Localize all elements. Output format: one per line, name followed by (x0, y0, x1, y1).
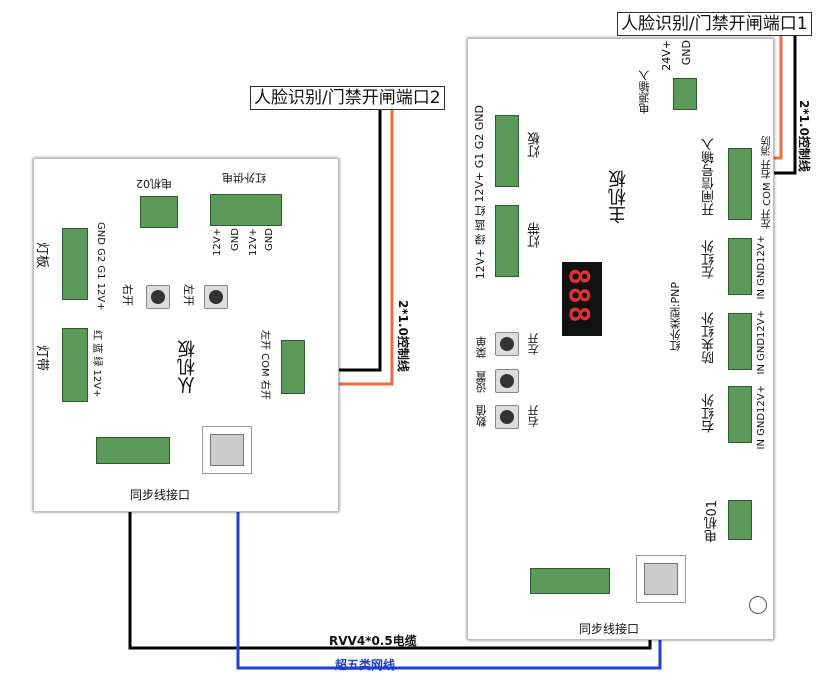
main-open-terminal (728, 148, 752, 220)
slave-sync-terminal (96, 437, 170, 464)
main-strip-pins: 12V+ 绿 蓝 红 (474, 205, 487, 280)
main-btn-right-label: 右开 (527, 405, 540, 427)
main-antipinch-pins: IN GND12V+ (756, 310, 767, 375)
main-right-open-button[interactable] (495, 405, 519, 429)
slave-btn-right-label: 右开 (121, 284, 134, 306)
main-right-ir-pins: IN GND12V+ (756, 385, 767, 450)
main-antipinch-terminal (728, 313, 752, 370)
main-lamp-terminal (495, 115, 519, 187)
slave-ir-pin-4: 12V+ (212, 228, 223, 256)
rvv-cable-label: RVV4*0.5电缆 (329, 634, 417, 648)
main-btn-value-label: 数值 (475, 405, 488, 427)
slave-ir-power-terminal (210, 194, 282, 226)
slave-motor-terminal (140, 196, 178, 228)
main-24v-label: 24V+ (660, 40, 673, 71)
slave-strip-label: 灯带 (34, 345, 49, 372)
main-left-ir-pins: IN GND12V+ (756, 235, 767, 300)
main-left-ir-terminal (728, 238, 752, 295)
slave-btn-left-label: 左开 (182, 284, 195, 306)
main-rj45-port (636, 555, 686, 603)
slave-strip-pins: 红 蓝 绿 12V+ (91, 330, 102, 398)
main-motor-label: 电机01 (705, 500, 720, 543)
slave-ir-pin-3: GND (230, 228, 241, 251)
main-strip-terminal (495, 205, 519, 277)
main-open-pins: 左开 COM 右开 消防 (762, 136, 773, 230)
main-set-button[interactable] (495, 369, 519, 393)
main-btn-menu-label: 菜单 (475, 336, 488, 358)
main-strip-label: 灯带 (528, 222, 543, 248)
slave-board-title: 从机板 (177, 340, 198, 394)
net-cable-label: 超五类网线 (335, 658, 396, 672)
main-gnd-label: GND (680, 40, 693, 66)
slave-left-open-button[interactable] (204, 285, 228, 309)
main-lamp-pins: 12V+ G1 G2 GND (473, 105, 486, 203)
main-right-ir-terminal (728, 386, 752, 443)
main-right-ir-label: 右红外 (702, 394, 717, 433)
main-board-title: 主机板 (608, 170, 629, 224)
slave-strip-terminal (62, 328, 88, 402)
main-open-signal-label: 开闸信号输入 (702, 138, 717, 216)
main-btn-set-label: 设置 (475, 371, 488, 393)
main-left-ir-label: 左红外 (702, 240, 717, 279)
slave-sync-port-label: 同步线接口 (128, 486, 193, 503)
slave-open-terminal (281, 340, 305, 394)
face-port1-label: 人脸识别/门禁开闸端口1 (617, 12, 812, 36)
slave-lamp-pins: GND G2 G1 12V+ (95, 222, 106, 311)
slave-right-open-button[interactable] (146, 285, 170, 309)
slave-lamp-terminal (62, 228, 88, 300)
main-ir-type-label: 红外类型:PNP (669, 282, 682, 352)
main-sync-terminal (530, 568, 610, 594)
main-mount-hole (749, 596, 767, 614)
main-power-terminal (673, 78, 697, 110)
main-antipinch-label: 防夹红外 (702, 312, 717, 364)
main-motor-terminal (728, 500, 752, 540)
slave-ir-pin-2: 12V+ (248, 228, 259, 256)
main-power-in-label: 电源输入 (638, 70, 651, 114)
ctrl-wire-main-label: 2*1.0控制线 (797, 100, 811, 172)
main-left-open-button[interactable] (495, 332, 519, 356)
main-sync-port-label: 同步线接口 (577, 620, 642, 637)
slave-rj45-port (202, 426, 252, 474)
face-port2-label: 人脸识别/门禁开闸端口2 (250, 86, 445, 110)
slave-ir-power-label: 红外供电 (222, 171, 266, 184)
slave-motor-label: 电机02 (136, 177, 172, 190)
main-7seg-display: 888 (562, 262, 602, 336)
main-btn-left-label: 左开 (527, 333, 540, 355)
slave-ir-pin-1: GND (264, 228, 275, 251)
slave-lamp-label: 灯板 (34, 242, 49, 269)
main-lamp-label: 灯板 (528, 132, 543, 158)
slave-open-pins: 左开 COM 右开 (259, 330, 270, 400)
ctrl-wire-slave-label: 2*1.0控制线 (396, 300, 410, 372)
